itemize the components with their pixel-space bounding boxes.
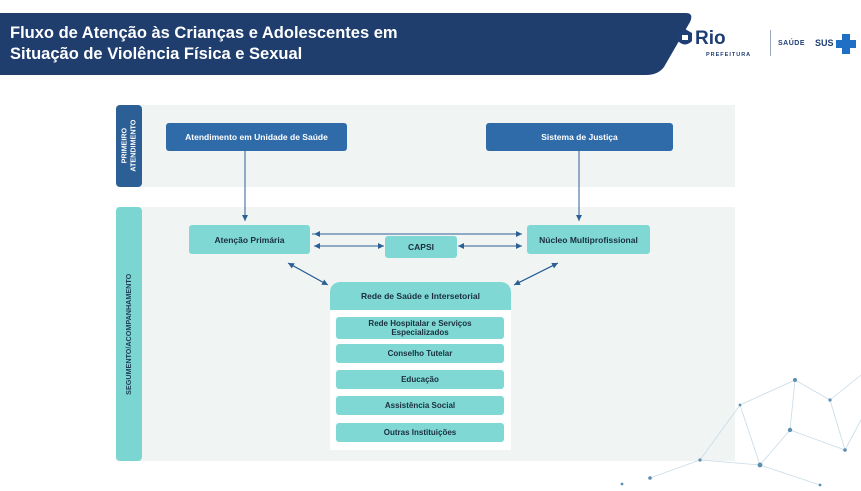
primeiro-label-line2: ATENDIMENTO (128, 119, 138, 173)
sus-logo: SUS (815, 38, 834, 48)
sistema-justica-box: Sistema de Justiça (486, 123, 673, 151)
rio-logo: Rio (695, 28, 726, 49)
atendimento-unidade-saude-box: Atendimento em Unidade de Saúde (166, 123, 347, 151)
nucleo-multiprofissional-box: Núcleo Multiprofissional (527, 225, 650, 254)
prefeitura-logo-text: PREFEITURA (706, 52, 752, 58)
rede-item-assistencia-social: Assistência Social (336, 396, 504, 415)
page-title-line-1: Fluxo de Atenção às Crianças e Adolescen… (10, 24, 398, 42)
sus-cross-icon (835, 33, 857, 55)
rede-item-hospitalar: Rede Hospitalar e Serviços Especializado… (336, 317, 504, 339)
saude-logo-text: SAÚDE (778, 40, 806, 47)
capsi-box: CAPSI (385, 236, 457, 258)
rede-item-outras-instituicoes: Outras Instituições (336, 423, 504, 442)
page-title-line-2: Situação de Violência Física e Sexual (10, 45, 303, 63)
logo-divider (770, 30, 771, 56)
rio-crest-icon (676, 27, 694, 49)
seguimento-label: SEGUMENTO/ACOMPANHAMENTO (116, 207, 142, 461)
primeiro-label-line1: PRIMEIRO (119, 128, 129, 164)
rede-saude-intersetorial-header: Rede de Saúde e Intersetorial (330, 282, 511, 310)
rede-item-conselho-tutelar: Conselho Tutelar (336, 344, 504, 363)
atencao-primaria-box: Atenção Primária (189, 225, 310, 254)
rede-item-educacao: Educação (336, 370, 504, 389)
